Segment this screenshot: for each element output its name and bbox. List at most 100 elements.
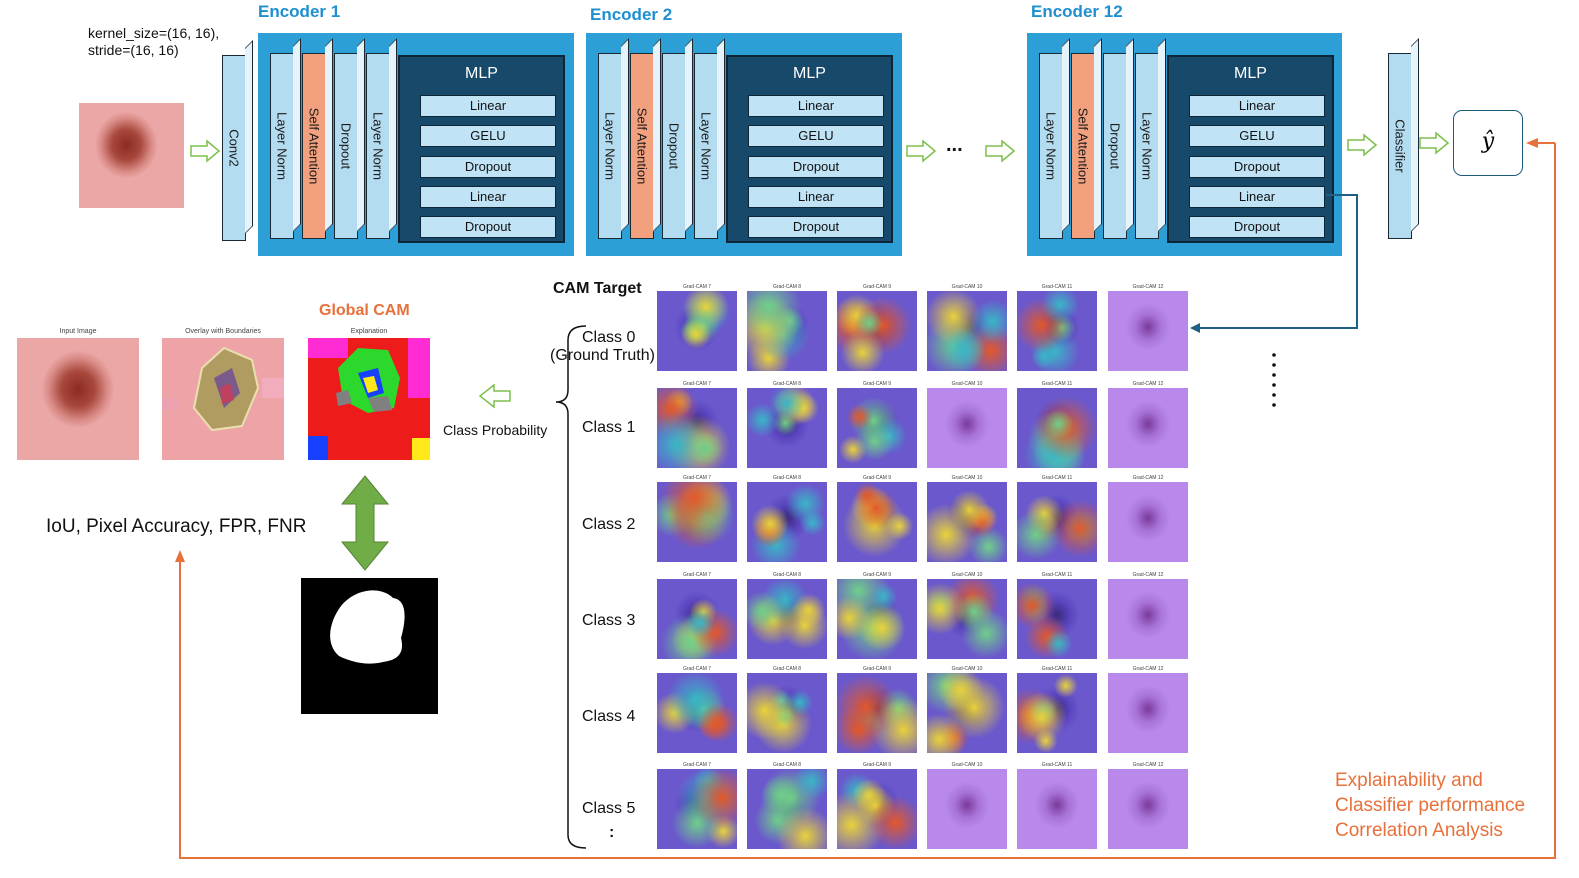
gradcam-thumbnail bbox=[927, 579, 1007, 659]
layer-norm-block: Layer Norm bbox=[598, 53, 622, 239]
gradcam-thumbnail bbox=[1017, 482, 1097, 562]
gradcam-thumbnail bbox=[657, 579, 737, 659]
gradcam-thumbnail bbox=[1017, 388, 1097, 468]
dropout-block: Dropout bbox=[662, 53, 686, 239]
gradcam-thumbnail bbox=[837, 291, 917, 371]
explanation-caption: Explanation bbox=[350, 328, 388, 335]
gradcam-thumbnail bbox=[927, 673, 1007, 753]
encoder-12-title: Encoder 12 bbox=[1031, 2, 1123, 21]
gradcam-thumbnail bbox=[657, 769, 737, 849]
conv2-block: Conv2 bbox=[222, 55, 246, 241]
gradcam-caption: Grad-CAM 9 bbox=[862, 572, 892, 578]
gradcam-thumbnail bbox=[1017, 673, 1097, 753]
layer-norm-block: Layer Norm bbox=[270, 53, 294, 239]
input-lesion-image bbox=[79, 103, 184, 208]
flow-arrow bbox=[1347, 133, 1378, 157]
mlp-block: MLP Linear GELU Dropout Linear Dropout bbox=[398, 55, 565, 243]
class-0-label: Class 0 bbox=[582, 329, 636, 346]
gradcam-thumbnail bbox=[747, 673, 827, 753]
output-y-hat: ŷ bbox=[1453, 110, 1523, 176]
mlp-linear: Linear bbox=[748, 95, 884, 117]
gradcam-caption: Grad-CAM 10 bbox=[951, 284, 983, 290]
mlp-linear: Linear bbox=[420, 186, 556, 208]
dropout-block: Dropout bbox=[1103, 53, 1127, 239]
ellipsis: ... bbox=[946, 134, 963, 156]
gradcam-caption: Grad-CAM 9 bbox=[862, 284, 892, 290]
gradcam-caption: Grad-CAM 10 bbox=[951, 572, 983, 578]
encoder-1-title: Encoder 1 bbox=[258, 2, 341, 21]
flow-arrow bbox=[1419, 131, 1450, 155]
mlp-linear: Linear bbox=[1189, 95, 1325, 117]
overlay-image bbox=[162, 338, 284, 460]
gradcam-caption: Grad-CAM 8 bbox=[772, 284, 802, 290]
gradcam-caption: Grad-CAM 11 bbox=[1041, 475, 1073, 481]
gradcam-thumbnail bbox=[1108, 673, 1188, 753]
mlp-linear: Linear bbox=[420, 95, 556, 117]
ground-truth-mask bbox=[301, 578, 438, 714]
gradcam-thumbnail bbox=[747, 579, 827, 659]
class-5-label: Class 5 bbox=[582, 800, 636, 817]
gradcam-thumbnail bbox=[927, 291, 1007, 371]
mlp-dropout: Dropout bbox=[420, 216, 556, 238]
layer-norm-block: Layer Norm bbox=[1135, 53, 1159, 239]
gradcam-thumbnail bbox=[837, 769, 917, 849]
gradcam-thumbnail bbox=[837, 482, 917, 562]
gradcam-thumbnail bbox=[657, 482, 737, 562]
gradcam-thumbnail bbox=[657, 673, 737, 753]
class-brace bbox=[555, 325, 587, 849]
flow-arrow bbox=[985, 139, 1016, 163]
gradcam-caption: Grad-CAM 12 bbox=[1132, 762, 1164, 768]
class-probability-label: Class Probability bbox=[443, 422, 548, 438]
gradcam-caption: Grad-CAM 9 bbox=[862, 666, 892, 672]
gradcam-thumbnail bbox=[747, 769, 827, 849]
gradcam-thumbnail bbox=[1108, 482, 1188, 562]
gradcam-caption: Grad-CAM 12 bbox=[1132, 475, 1164, 481]
layer-norm-block: Layer Norm bbox=[694, 53, 718, 239]
gradcam-thumbnail bbox=[1017, 291, 1097, 371]
gradcam-caption: Grad-CAM 8 bbox=[772, 475, 802, 481]
dropout-block: Dropout bbox=[334, 53, 358, 239]
class-1-label: Class 1 bbox=[582, 419, 636, 436]
class-2-label: Class 2 bbox=[582, 516, 636, 533]
gradcam-caption: Grad-CAM 11 bbox=[1041, 666, 1073, 672]
encoder-2-title: Encoder 2 bbox=[590, 5, 673, 24]
input-image-caption: Input Image bbox=[59, 328, 97, 335]
class-probability-arrow bbox=[478, 383, 511, 409]
gradcam-caption: Grad-CAM 10 bbox=[951, 475, 983, 481]
cam-target-title: CAM Target bbox=[553, 280, 642, 297]
layer-norm-block: Layer Norm bbox=[366, 53, 390, 239]
mlp-gelu: GELU bbox=[748, 125, 884, 147]
mlp-linear: Linear bbox=[748, 186, 884, 208]
gradcam-caption: Grad-CAM 12 bbox=[1132, 666, 1164, 672]
gradcam-caption: Grad-CAM 12 bbox=[1132, 572, 1164, 578]
gradcam-caption: Grad-CAM 9 bbox=[862, 381, 892, 387]
gradcam-thumbnail bbox=[837, 388, 917, 468]
gradcam-thumbnail bbox=[927, 388, 1007, 468]
gradcam-thumbnail bbox=[837, 579, 917, 659]
gradcam-caption: Grad-CAM 8 bbox=[772, 762, 802, 768]
gradcam-caption: Grad-CAM 10 bbox=[951, 666, 983, 672]
mlp-dropout: Dropout bbox=[1189, 156, 1325, 178]
self-attention-block: Self Attention bbox=[630, 53, 654, 239]
gradcam-caption: Grad-CAM 7 bbox=[682, 381, 712, 387]
gradcam-caption: Grad-CAM 11 bbox=[1041, 284, 1073, 290]
classifier-block: Classifier bbox=[1388, 53, 1412, 239]
mlp-dropout: Dropout bbox=[748, 216, 884, 238]
gradcam-caption: Grad-CAM 7 bbox=[682, 284, 712, 290]
gradcam-thumbnail bbox=[837, 673, 917, 753]
class-more: : bbox=[609, 824, 615, 841]
class-0-sub: (Ground Truth) bbox=[550, 347, 655, 364]
layer-norm-block: Layer Norm bbox=[1039, 53, 1063, 239]
gradcam-thumbnail bbox=[1017, 579, 1097, 659]
more-dots bbox=[1272, 353, 1276, 407]
gradcam-caption: Grad-CAM 7 bbox=[682, 762, 712, 768]
metrics-label: IoU, Pixel Accuracy, FPR, FNR bbox=[46, 516, 307, 537]
gradcam-caption: Grad-CAM 8 bbox=[772, 666, 802, 672]
overlay-caption: Overlay with Boundaries bbox=[185, 328, 261, 335]
gradcam-thumbnail bbox=[1108, 579, 1188, 659]
encoder-1: Layer Norm Self Attention Dropout Layer … bbox=[258, 33, 574, 256]
gradcam-caption: Grad-CAM 9 bbox=[862, 475, 892, 481]
encoder-2: Layer Norm Self Attention Dropout Layer … bbox=[586, 33, 902, 256]
gradcam-caption: Grad-CAM 8 bbox=[772, 381, 802, 387]
comparison-double-arrow bbox=[340, 475, 390, 571]
